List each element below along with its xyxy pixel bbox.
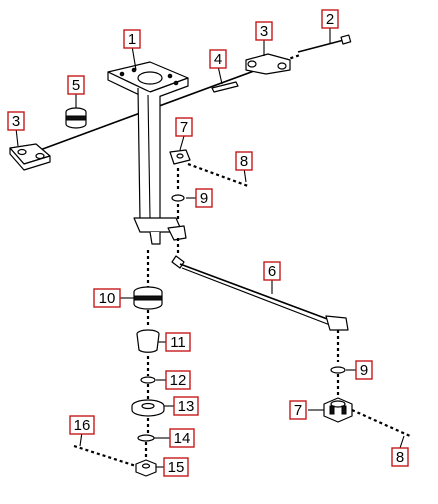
callout-7-lower: 7 (289, 400, 307, 420)
flanged-washer-part (131, 399, 165, 417)
callout-4: 4 (209, 49, 227, 69)
long-bolt-part (297, 34, 352, 53)
svg-text:8: 8 (240, 153, 248, 170)
svg-text:9: 9 (360, 362, 368, 379)
callout-1: 1 (123, 29, 141, 49)
svg-text:2: 2 (326, 11, 334, 28)
svg-text:7: 7 (294, 402, 302, 419)
callout-11: 11 (165, 332, 191, 352)
callout-16: 16 (69, 415, 95, 435)
svg-text:10: 10 (99, 290, 116, 307)
svg-text:6: 6 (268, 263, 276, 280)
svg-text:8: 8 (396, 449, 404, 466)
castle-nut-right-part (323, 397, 353, 423)
svg-text:4: 4 (214, 51, 222, 68)
bearing-part (133, 286, 163, 310)
hex-nut-part (135, 459, 157, 477)
tie-rod-part (171, 238, 349, 362)
pin-part (211, 81, 239, 93)
cotter-pin-right-part (351, 408, 411, 438)
callout-3-left: 3 (7, 111, 25, 131)
callout-8-lower: 8 (391, 447, 409, 467)
callout-13: 13 (173, 396, 199, 416)
callout-2: 2 (321, 9, 339, 29)
pivot-bracket-left-part (9, 143, 51, 171)
callout-5: 5 (67, 75, 85, 95)
washer-upper-part (171, 194, 185, 202)
svg-text:3: 3 (260, 23, 268, 40)
callout-9-upper: 9 (195, 188, 213, 208)
svg-text:7: 7 (180, 119, 188, 136)
callout-10: 10 (93, 288, 121, 308)
callout-12: 12 (165, 370, 191, 390)
svg-text:13: 13 (178, 398, 195, 415)
leader-8b (399, 435, 405, 449)
svg-text:12: 12 (170, 372, 187, 389)
callout-6: 6 (263, 261, 281, 281)
callout-8-upper: 8 (235, 151, 253, 171)
sleeve-part (136, 329, 160, 353)
bushing-part (65, 107, 87, 129)
steering-column-part (107, 61, 189, 245)
svg-text:9: 9 (200, 190, 208, 207)
callout-14: 14 (169, 428, 195, 448)
svg-text:16: 16 (74, 417, 91, 434)
washer-lower-part (137, 434, 155, 442)
cotter-pin-upper-part (187, 162, 249, 188)
callout-9-lower: 9 (355, 360, 373, 380)
small-washer-part (140, 376, 156, 384)
callout-3-right: 3 (255, 21, 273, 41)
svg-text:15: 15 (168, 459, 185, 476)
leader-1 (131, 45, 137, 71)
pivot-bracket-right-part (245, 53, 291, 75)
leader-4 (217, 65, 223, 85)
svg-text:1: 1 (128, 31, 136, 48)
svg-text:5: 5 (72, 77, 80, 94)
leader-7a (179, 135, 185, 151)
leader-3a (15, 127, 19, 147)
washer-right-part (330, 366, 346, 374)
callout-7-upper: 7 (175, 117, 193, 137)
castle-nut-upper-part (169, 149, 191, 165)
callout-15: 15 (163, 457, 189, 477)
svg-text:3: 3 (12, 113, 20, 130)
cotter-pin-lower-part (73, 444, 137, 468)
svg-text:14: 14 (174, 430, 191, 447)
svg-text:11: 11 (170, 334, 186, 351)
